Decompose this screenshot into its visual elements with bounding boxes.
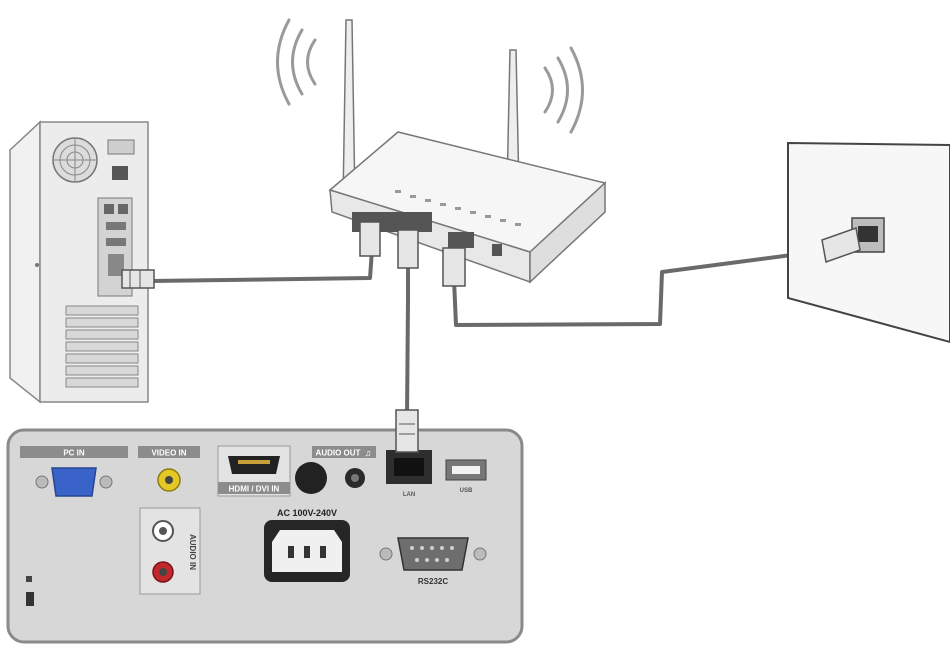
projector-rear-panel: PC IN VIDEO IN HDMI / DVI IN AUDIO OUT ♫ <box>6 409 524 644</box>
wifi-waves-icon <box>276 18 584 134</box>
cables <box>148 248 832 420</box>
audio-in-label: AUDIO IN <box>188 534 197 570</box>
video-in-jack <box>157 468 181 492</box>
usb-label: USB <box>460 488 473 494</box>
cable-router-projector <box>405 260 410 420</box>
cable-router-wall <box>452 248 832 327</box>
audio-out-knob <box>295 462 327 494</box>
audio-out-jack <box>345 468 365 488</box>
psu-fan <box>52 137 98 183</box>
kensington-lock-icon <box>26 576 34 606</box>
hdmi-port <box>228 456 280 474</box>
usb-port <box>445 459 487 481</box>
pc-tower <box>9 120 155 404</box>
lan-label: LAN <box>403 492 415 498</box>
ethernet-plug-icon <box>359 221 466 287</box>
ethernet-plug-icon <box>121 269 155 289</box>
wireless-router <box>276 18 607 287</box>
cable-pc-router <box>148 248 374 283</box>
ethernet-plug-icon <box>821 226 861 264</box>
audio-in-jacks <box>152 520 174 583</box>
headphone-icon: ♫ <box>365 448 372 458</box>
power-inlet <box>264 520 350 582</box>
rs232c-port <box>379 537 487 571</box>
hdmi-dvi-in-label: HDMI / DVI IN <box>229 485 280 494</box>
audio-out-label: AUDIO OUT <box>316 449 361 458</box>
power-label: AC 100V-240V <box>277 508 337 518</box>
wall-outlet <box>787 141 950 344</box>
video-in-label: VIDEO IN <box>151 449 186 458</box>
lan-port <box>386 409 432 484</box>
expansion-slots <box>65 305 139 388</box>
pc-in-label: PC IN <box>63 449 85 458</box>
vga-port <box>35 467 113 497</box>
rs232c-label: RS232C <box>418 577 448 586</box>
